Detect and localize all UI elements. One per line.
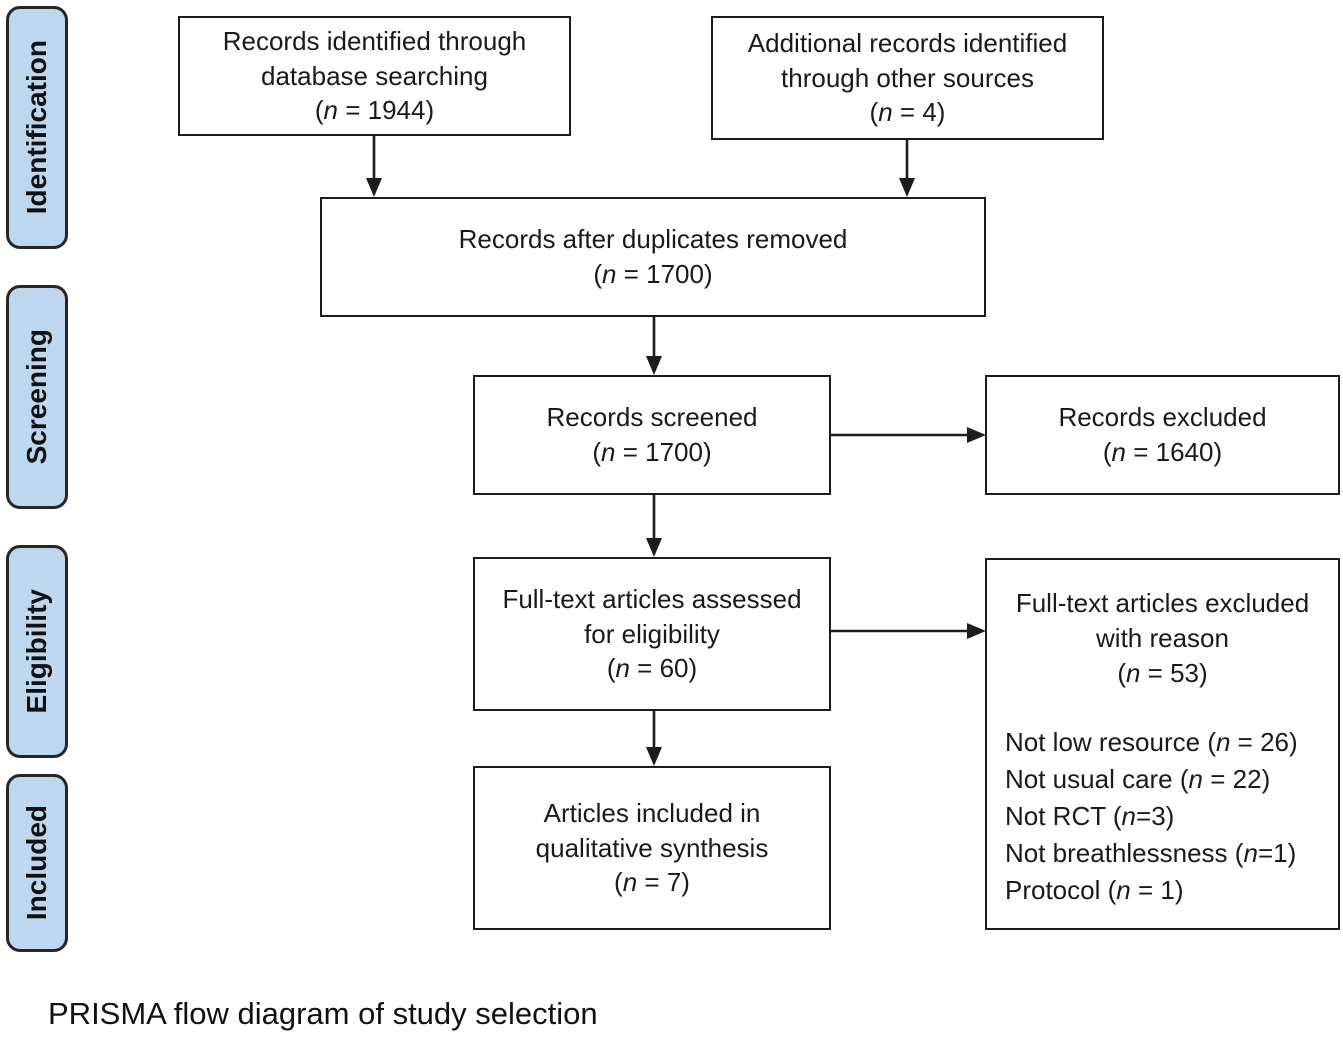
stage-pill-identification-label: Identification [21,40,52,215]
count-open-paren: ( [1107,875,1117,906]
stage-pill-eligibility-label: Eligibility [21,589,52,714]
box-records-identified-database: Records identified through database sear… [178,16,571,136]
box-articles-included-count: (n = 7) [614,865,690,900]
box-records-screened-count: (n = 1700) [592,435,711,470]
reason-label: Not usual care [1005,764,1180,795]
arrowhead-duplicates-to-screened [646,356,662,375]
box-duplicates-removed: Records after duplicates removed (n = 17… [320,197,986,317]
count-value: = 1) [1130,875,1184,906]
arrowhead-fulltext-to-excluded [967,623,986,639]
box-records-identified-database-count: (n = 1944) [315,93,434,128]
count-value: = 26) [1230,727,1298,758]
count-open-paren: ( [592,437,602,467]
exclusion-reason-item: Not usual care (n = 22) [1005,761,1338,798]
count-value: = 60) [629,653,698,684]
count-value: = 22) [1203,764,1271,795]
box-fulltext-assessed-line1: Full-text articles assessed [502,583,802,614]
count-n-symbol: n [1188,764,1204,795]
count-open-paren: ( [1179,764,1189,795]
box-fulltext-excluded: Full-text articles excluded with reason … [985,558,1340,930]
count-value: = 1700) [615,437,712,467]
stage-pill-screening: Screening [6,285,68,509]
reason-label: Not breathlessness [1005,838,1235,869]
box-fulltext-excluded-header: Full-text articles excluded with reason … [987,560,1338,690]
box-fulltext-assessed-count: (n = 60) [607,651,697,686]
arrowhead-screened-to-fulltext [646,538,662,557]
count-value: = 1640) [1126,437,1223,467]
count-n-symbol: n [615,653,630,684]
count-value: =1) [1257,838,1297,869]
exclusion-reason-item: Protocol (n = 1) [1005,872,1338,909]
arrowhead-screened-to-excluded [967,427,986,443]
reason-label: Not low resource [1005,727,1208,758]
stage-pill-identification: Identification [6,6,68,249]
count-open-paren: ( [1117,657,1126,688]
box-records-screened-line1: Records screened [546,402,758,433]
count-open-paren: ( [1234,838,1244,869]
stage-pill-screening-label: Screening [21,329,52,465]
box-records-excluded: Records excluded (n = 1640) [985,375,1340,495]
box-fulltext-excluded-line2: with reason [1096,622,1229,653]
count-open-paren: ( [1112,801,1122,832]
count-n-symbol: n [602,259,617,289]
box-records-excluded-line1: Records excluded [1058,402,1267,433]
count-n-symbol: n [323,95,338,126]
stage-pill-included: Included [6,774,68,952]
box-records-identified-database-line1: Records identified through [222,25,527,56]
box-fulltext-excluded-count: (n = 53) [987,656,1338,691]
count-open-paren: ( [869,97,879,128]
count-value: = 1700) [616,259,713,289]
count-n-symbol: n [878,97,893,128]
box-records-identified-other-line1: Additional records identified [747,27,1068,58]
count-n-symbol: n [1243,838,1258,869]
box-fulltext-assessed: Full-text articles assessed for eligibil… [473,557,831,711]
figure-caption: PRISMA flow diagram of study selection [48,996,598,1031]
box-articles-included: Articles included in qualitative synthes… [473,766,831,930]
reason-label: Not RCT [1005,801,1113,832]
count-open-paren: ( [1207,727,1216,758]
arrowhead-database-to-duplicates [366,178,382,197]
box-duplicates-removed-line1: Records after duplicates removed [458,224,848,255]
box-records-screened: Records screened (n = 1700) [473,375,831,495]
box-duplicates-removed-count: (n = 1700) [593,257,712,292]
count-value: = 1944) [338,95,435,126]
count-open-paren: ( [1102,437,1112,467]
count-n-symbol: n [601,437,616,467]
stage-pill-eligibility: Eligibility [6,545,68,758]
box-records-identified-other: Additional records identified through ot… [711,16,1104,140]
box-articles-included-line2: qualitative synthesis [535,832,769,863]
reason-label: Protocol [1005,875,1108,906]
count-n-symbol: n [1116,875,1131,906]
count-open-paren: ( [314,95,324,126]
box-records-identified-other-count: (n = 4) [870,95,946,130]
exclusion-reasons-list: Not low resource (n = 26) Not usual care… [987,724,1338,909]
count-value: =3) [1136,801,1175,832]
box-fulltext-excluded-line1: Full-text articles excluded [1015,588,1310,618]
count-open-paren: ( [593,259,603,289]
box-fulltext-assessed-line2: for eligibility [584,618,720,649]
count-n-symbol: n [622,867,638,898]
exclusion-reason-item: Not breathlessness (n=1) [1005,835,1338,872]
box-articles-included-line1: Articles included in [543,797,761,828]
count-open-paren: ( [614,867,623,898]
stage-pill-included-label: Included [21,805,52,921]
arrowhead-fulltext-to-included [646,747,662,766]
exclusion-reason-item: Not RCT (n=3) [1005,798,1338,835]
exclusion-reason-item: Not low resource (n = 26) [1005,724,1338,761]
count-n-symbol: n [1125,657,1141,688]
count-value: = 7) [637,867,690,898]
arrowhead-other-to-duplicates [899,178,915,197]
count-n-symbol: n [1111,437,1126,467]
count-n-symbol: n [1121,801,1137,832]
box-records-excluded-count: (n = 1640) [1103,435,1222,470]
count-open-paren: ( [606,653,616,684]
count-value: = 4) [892,97,946,128]
box-records-identified-other-line2: through other sources [781,62,1034,93]
count-value: = 53) [1140,657,1208,688]
box-records-identified-database-line2: database searching [261,60,488,91]
count-n-symbol: n [1215,727,1231,758]
